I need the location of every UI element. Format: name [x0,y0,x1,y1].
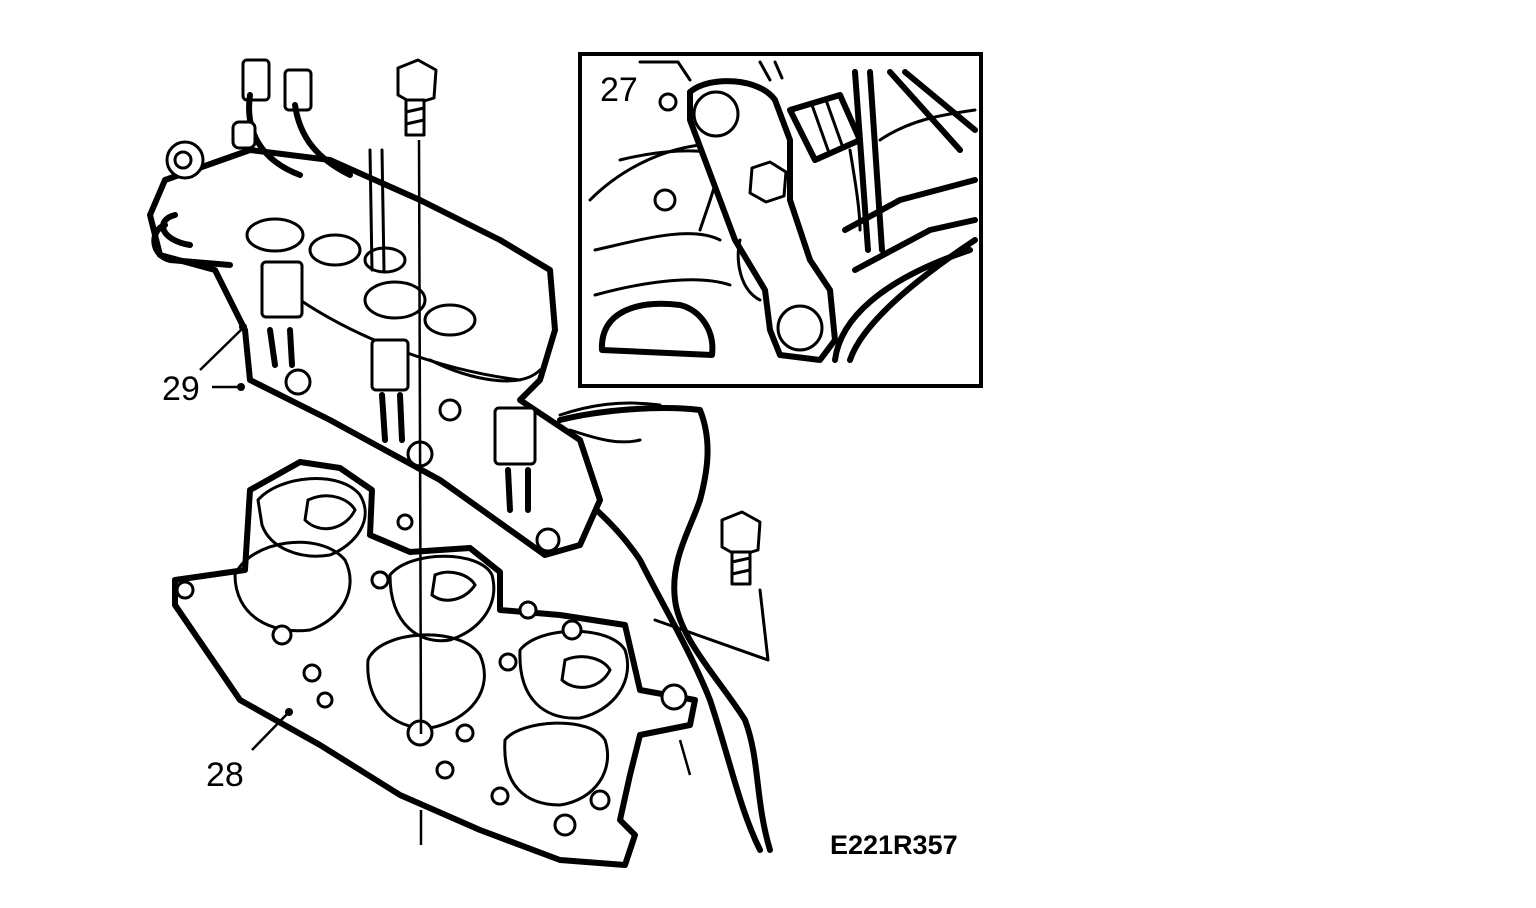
callout-27: 27 [600,71,638,109]
upper-intake-manifold [147,58,603,558]
bolt-upper [396,58,438,735]
leader-28 [251,708,293,751]
leader-29 [199,323,247,391]
callout-28: 28 [206,756,244,794]
lower-intake-manifold [172,459,698,868]
inset-detail: 27 [578,52,983,388]
callout-29: 29 [162,370,200,408]
inset-drawing [588,60,978,363]
figure-reference-code: E221R357 [830,830,958,860]
bolt-right [678,510,762,776]
engine-block-outline [542,401,773,853]
